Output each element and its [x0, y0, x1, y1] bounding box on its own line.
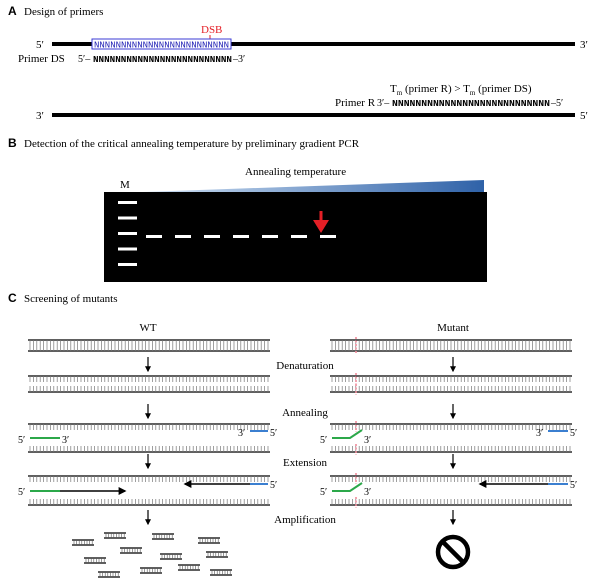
- top-strand-3-end: 3′: [580, 39, 588, 51]
- amplicon: [160, 553, 182, 560]
- amplicon: [72, 539, 94, 546]
- target-sequence: NNNNNNNNNNNNNNNNNNNNNNNNN: [94, 41, 229, 51]
- mut-ext-reverse-5: 5′: [570, 480, 577, 491]
- panel-c-title: Screening of mutants: [24, 293, 117, 305]
- marker-band: [118, 216, 137, 220]
- step-annealing: Annealing: [282, 407, 328, 419]
- amplicon: [198, 537, 220, 544]
- wt-annealing-primers: 5′ 3′ 3′ 5′: [18, 428, 277, 446]
- gradient-label: Annealing temperature: [245, 166, 346, 178]
- wt-extension-template-top: [28, 475, 270, 482]
- amplicon: [178, 564, 200, 571]
- primer-ds-label: Primer DS: [18, 53, 65, 65]
- primer-ds-prefix: 5′–: [78, 54, 91, 65]
- bottom-strand-5-end: 5′: [580, 110, 588, 122]
- mutant-denatured-bottom: [330, 384, 572, 395]
- mut-reverse-5: 5′: [570, 428, 577, 439]
- amplicon: [140, 567, 162, 574]
- sample-band: [204, 235, 220, 238]
- step-denaturation: Denaturation: [276, 360, 334, 372]
- bottom-strand-3-end: 3′: [36, 110, 44, 122]
- wt-forward-3: 3′: [62, 435, 69, 446]
- panel-c: C Screening of mutants WT Mutant Denatur…: [8, 291, 577, 578]
- wt-denatured-bottom: [28, 386, 270, 393]
- sample-lanes: [146, 235, 336, 238]
- tm-note: Tm (primer R) > Tm (primer DS): [390, 83, 532, 97]
- primer-ds-suffix: –3′: [232, 54, 245, 65]
- panel-a-title: Design of primers: [24, 6, 103, 18]
- wt-annealing-template-bottom: [28, 446, 270, 453]
- mut-forward-primer-mismatch: [332, 429, 363, 439]
- marker-band: [118, 201, 137, 204]
- mutant-annealing-primers: 5′ 3′ 3′ 5′: [320, 428, 577, 446]
- wt-forward-5: 5′: [18, 435, 25, 446]
- mut-reverse-3: 3′: [536, 428, 543, 439]
- marker-lane: [118, 201, 137, 266]
- top-strand-5-end: 5′: [36, 39, 44, 51]
- sample-band: [233, 235, 249, 238]
- primer-ds-sequence: NNNNNNNNNNNNNNNNNNNNNNNNN: [93, 54, 232, 65]
- red-arrow: [313, 211, 329, 233]
- primer-r-sequence: NNNNNNNNNNNNNNNNNNNNNNNNNNN: [392, 98, 550, 109]
- panel-b-title: Detection of the critical annealing temp…: [24, 138, 360, 150]
- amplicon: [104, 532, 126, 539]
- marker-band: [118, 263, 137, 266]
- mutant-denatured-top: [330, 373, 572, 384]
- amplicon: [210, 569, 232, 576]
- no-amplification-icon: [435, 534, 471, 570]
- mutant-annealing-template-bottom: [330, 444, 572, 455]
- mut-forward-3: 3′: [364, 435, 371, 446]
- sample-band: [320, 235, 336, 238]
- panel-c-letter: C: [8, 291, 17, 305]
- mutant-extension-template-top: [330, 473, 572, 484]
- amplicon: [120, 547, 142, 554]
- panel-b-letter: B: [8, 136, 17, 150]
- wt-dsdna: [28, 339, 270, 352]
- amplicon: [84, 557, 106, 564]
- wt-extension-template-bottom: [28, 499, 270, 506]
- sample-band: [262, 235, 278, 238]
- sample-band: [175, 235, 191, 238]
- marker-band: [118, 247, 137, 251]
- wt-denatured-top: [28, 375, 270, 382]
- sample-band: [291, 235, 307, 238]
- wt-ext-reverse-5: 5′: [270, 480, 277, 491]
- panel-a-letter: A: [8, 4, 17, 18]
- wt-label: WT: [139, 322, 156, 334]
- dsb-label: DSB: [201, 24, 222, 36]
- amplicon: [152, 533, 174, 540]
- mut-ext-forward-3: 3′: [364, 487, 371, 498]
- wt-annealing-template-top: [28, 423, 270, 430]
- panel-b: B Detection of the critical annealing te…: [8, 136, 487, 282]
- wt-amplified-products: [72, 532, 232, 578]
- wt-reverse-3: 3′: [238, 428, 245, 439]
- wt-reverse-5: 5′: [270, 428, 277, 439]
- mutant-extension-products: 5′ 3′ 5′: [320, 480, 577, 498]
- mutant-annealing-template-top: [330, 421, 572, 432]
- panel-a: A Design of primers DSB 5′ NNNNNNNNNNNNN…: [8, 4, 588, 122]
- primer-r-suffix: –5′: [550, 98, 563, 109]
- sample-band: [146, 235, 162, 238]
- mut-forward-5: 5′: [320, 435, 327, 446]
- wt-extension-products: 5′ 5′: [18, 480, 277, 498]
- amplicon: [98, 571, 120, 578]
- target-region-box: [91, 38, 232, 50]
- mutant-label: Mutant: [437, 322, 469, 334]
- step-amplification: Amplification: [274, 514, 336, 526]
- amplicon: [206, 551, 228, 558]
- step-extension: Extension: [283, 457, 327, 469]
- mutant-dsdna: [330, 337, 572, 354]
- primer-r-label: Primer R: [335, 97, 376, 109]
- mut-ext-forward-5: 5′: [320, 487, 327, 498]
- temperature-gradient-wedge: [143, 180, 484, 193]
- marker-label: M: [120, 179, 130, 191]
- primer-r-prefix: 3′–: [377, 98, 390, 109]
- wt-ext-forward-5: 5′: [18, 487, 25, 498]
- mutant-extension-template-bottom: [330, 497, 572, 508]
- marker-band: [118, 232, 137, 235]
